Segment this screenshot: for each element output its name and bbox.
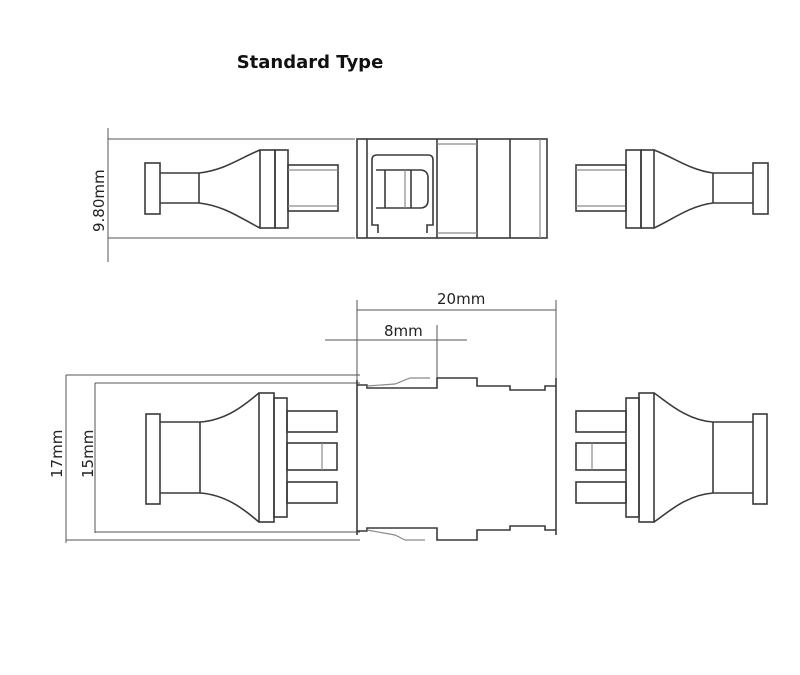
dimension-17mm-15mm: 17mm 15mm xyxy=(48,374,360,543)
top-view: 9.80mm xyxy=(90,128,769,262)
bottom-view: 20mm 8mm 17mm 15mm xyxy=(48,290,768,543)
adapter-body-top xyxy=(356,138,548,239)
adapter-body-bottom xyxy=(356,377,557,541)
dimension-8mm: 8mm xyxy=(325,322,467,378)
diagram-title: Standard Type xyxy=(236,52,384,73)
inner-height-label-15mm: 15mm xyxy=(79,430,97,478)
height-label-9-80mm: 9.80mm xyxy=(90,169,108,232)
right-connector-bottom xyxy=(575,392,768,523)
length-label-20mm: 20mm xyxy=(437,290,485,308)
right-connector-top xyxy=(575,149,769,229)
half-length-label-8mm: 8mm xyxy=(384,322,423,340)
dimension-9-80mm: 9.80mm xyxy=(90,128,355,262)
left-connector-top xyxy=(144,149,339,229)
outer-height-label-17mm: 17mm xyxy=(48,430,66,478)
left-connector-bottom xyxy=(145,392,338,523)
